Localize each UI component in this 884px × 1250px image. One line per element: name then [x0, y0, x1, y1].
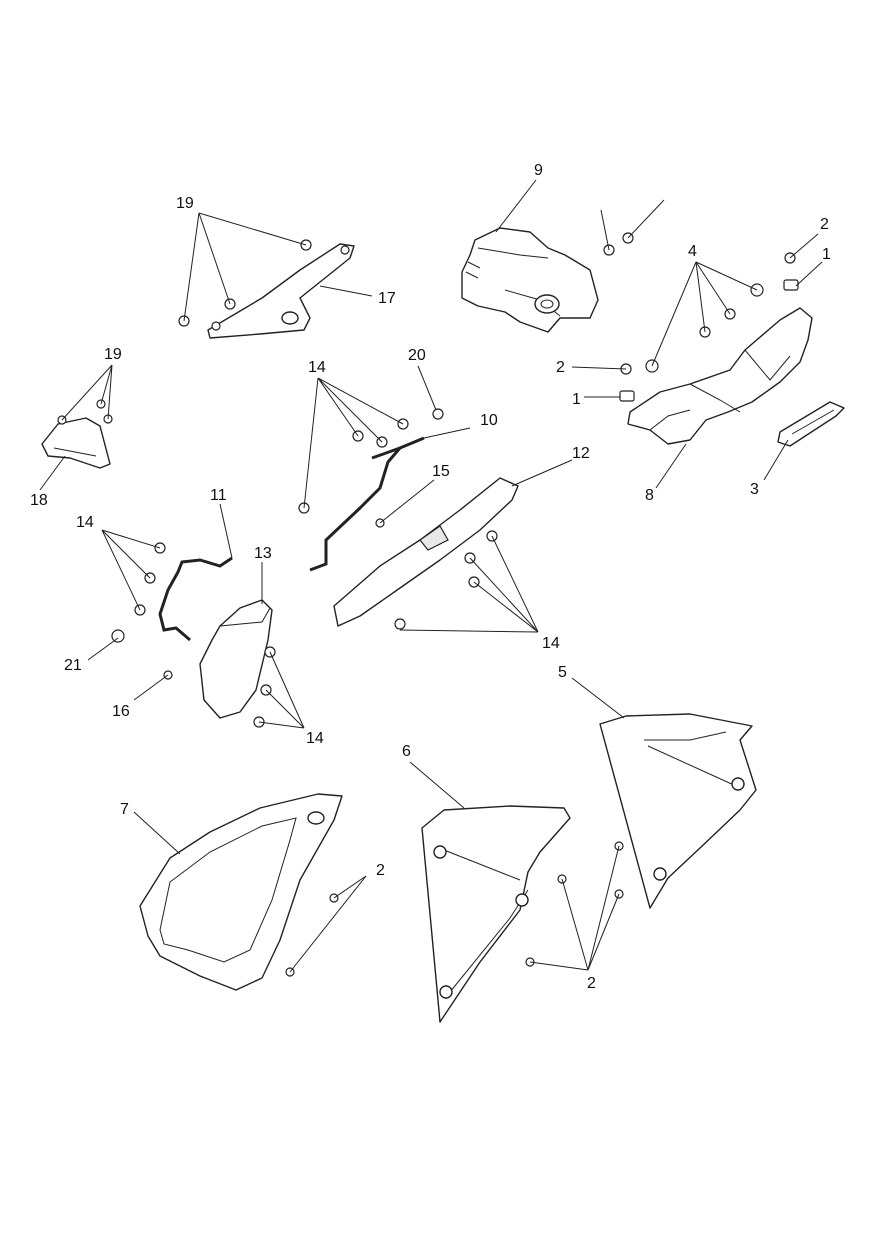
callout-13: 13	[254, 545, 272, 562]
callout-labels: 19 17 19 18 9 2 1 4 2 1 8 3 14 20 10 15 …	[30, 162, 831, 992]
part-5-fairing	[599, 713, 757, 909]
leader-lines	[39, 179, 823, 973]
callout-15-upper: 15	[432, 463, 450, 480]
part-12-duct	[333, 477, 519, 627]
callout-5: 5	[558, 664, 567, 681]
callout-11: 11	[210, 487, 227, 504]
callout-2-mid: 2	[556, 359, 565, 376]
callout-7: 7	[120, 801, 129, 818]
callout-9: 9	[534, 162, 543, 179]
callout-6: 6	[402, 743, 411, 760]
clip-1-group	[619, 279, 799, 402]
callout-18-top: 19	[176, 195, 194, 212]
callout-12: 12	[572, 445, 590, 462]
part-11-stay	[158, 556, 233, 642]
part-10-stay	[309, 436, 425, 572]
part-6-fairing	[421, 805, 571, 1023]
callout-16: 17	[378, 290, 396, 307]
part-8-subframe	[627, 307, 813, 445]
callout-3: 3	[750, 481, 759, 498]
callout-19-lower: 21	[64, 657, 82, 674]
callout-1-top-right: 1	[822, 246, 831, 263]
callout-2-lower-left: 2	[376, 862, 385, 879]
callout-15-lower: 16	[112, 703, 130, 720]
part-16-panel	[207, 243, 355, 339]
callout-10: 10	[480, 412, 498, 429]
callout-1-mid: 1	[572, 391, 581, 408]
part-3-strip	[777, 401, 845, 447]
callout-19-upper: 20	[408, 347, 426, 364]
part-7-side-panel	[139, 793, 343, 991]
callout-18-left: 19	[104, 346, 122, 363]
part-17-bracket	[41, 399, 113, 469]
callout-14-left: 14	[76, 514, 94, 531]
callout-2-lower-right: 2	[587, 975, 596, 992]
callout-14-right: 14	[542, 635, 560, 652]
callout-4: 4	[688, 243, 697, 260]
part-13-block	[199, 599, 273, 719]
callout-8: 8	[645, 487, 654, 504]
callout-2-top-right: 2	[820, 216, 829, 233]
part-9-cover	[461, 227, 599, 333]
hardware-15-19	[111, 408, 444, 680]
callout-17: 18	[30, 492, 48, 509]
callout-14-upper: 14	[308, 359, 326, 376]
callout-14-lower: 14	[306, 730, 324, 747]
